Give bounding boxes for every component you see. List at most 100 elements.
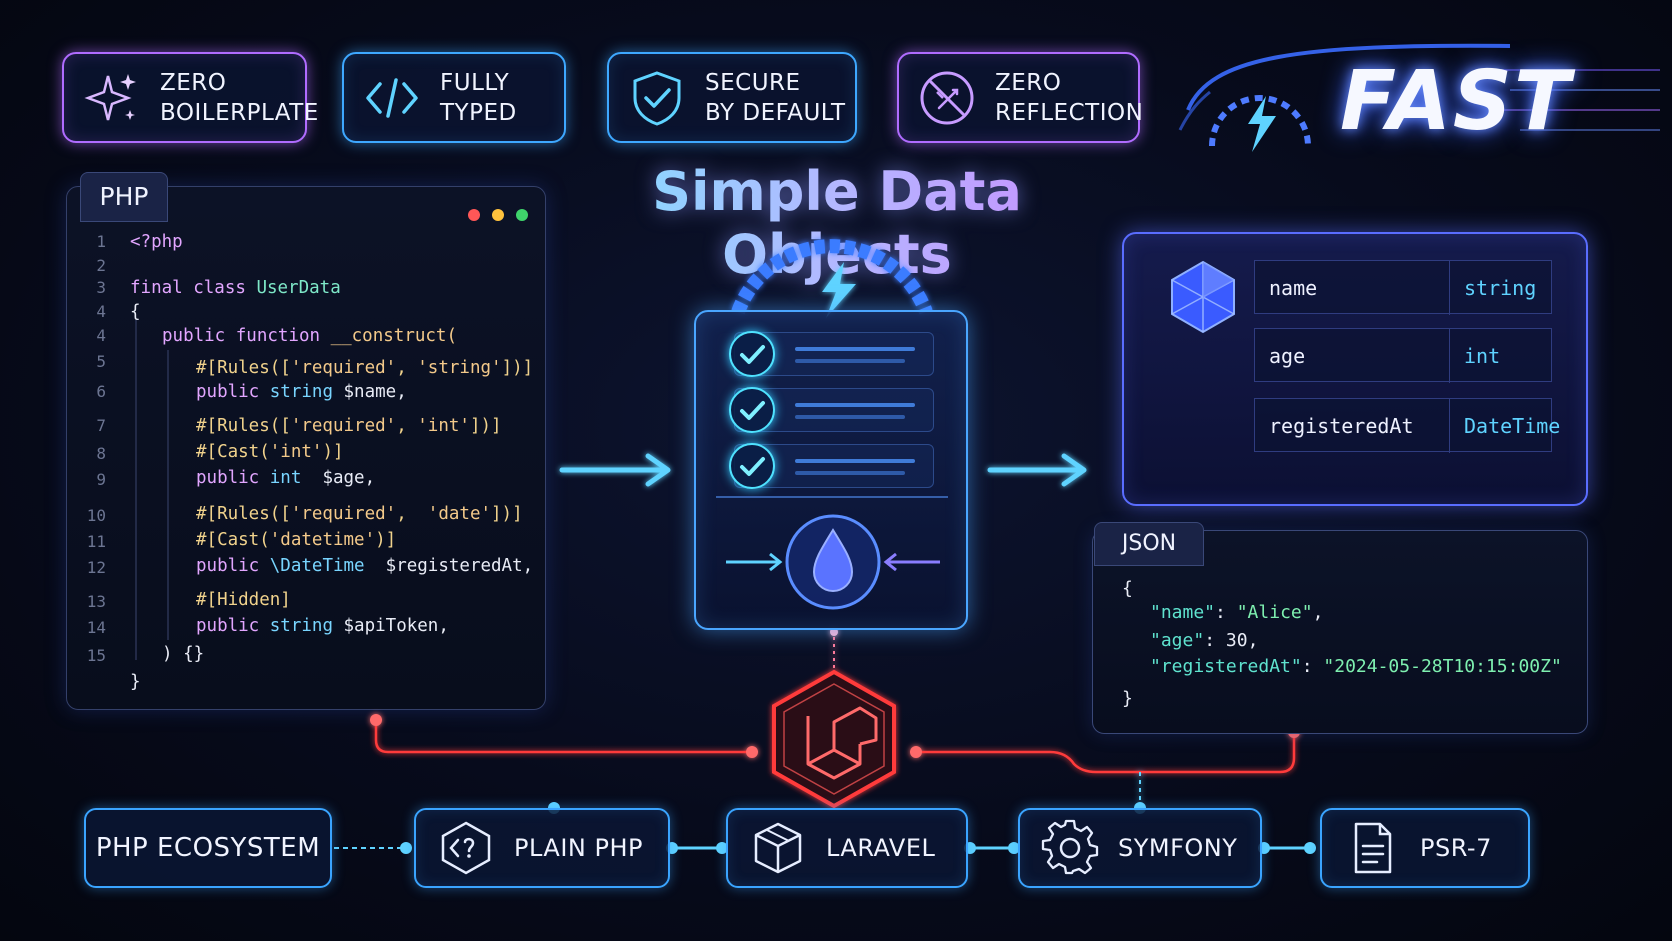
json-key: "name" [1150, 602, 1216, 623]
close-dot [468, 209, 480, 221]
ecosystem-laravel[interactable]: LARAVEL [726, 808, 968, 888]
code-line: <?php [130, 232, 183, 252]
validator-card [694, 310, 968, 630]
code-token: 'datetime' [269, 530, 376, 550]
code-token: { [130, 302, 141, 322]
line-number: 11 [86, 532, 106, 551]
code-line: #[Cast('int')] [196, 442, 344, 462]
check-row [729, 387, 934, 433]
code-token: $apiToken, [332, 616, 449, 636]
line-number: 4 [96, 302, 106, 321]
code-token: )] [322, 442, 344, 462]
shield-check-icon [633, 70, 681, 126]
ecosystem-label: PSR-7 [1420, 834, 1492, 862]
code-token: 'string' [417, 358, 502, 378]
code-token: $registeredAt, [364, 556, 534, 576]
property-name: age [1269, 344, 1306, 368]
ecosystem-symfony[interactable]: SYMFONY [1018, 808, 1262, 888]
ecosystem-psr7[interactable]: PSR-7 [1320, 808, 1530, 888]
check-icon [729, 443, 775, 489]
laravel-connector [370, 628, 1300, 808]
droplet-icon [726, 514, 940, 610]
json-line: "name": "Alice", [1150, 602, 1324, 623]
code-token: 'int' [269, 442, 323, 462]
json-line: "age": 30, [1150, 630, 1259, 651]
feature-secure-by-default: SECURE BY DEFAULT [607, 52, 857, 143]
check-row [729, 331, 934, 377]
check-icon [729, 387, 775, 433]
code-token: public function [162, 326, 331, 346]
line-number: 14 [86, 618, 106, 637]
code-token: \DateTime [269, 556, 365, 576]
fast-label: FAST [1340, 54, 1572, 149]
code-token: <?php [130, 232, 183, 252]
json-tab: JSON [1094, 522, 1204, 566]
sparkle-icon [84, 73, 136, 120]
laravel-hexagon-icon [772, 669, 896, 809]
php-ecosystem-label: PHP ECOSYSTEM [84, 808, 332, 888]
code-line: { [130, 302, 141, 322]
json-line: "registeredAt": "2024-05-28T10:15:00Z" [1150, 656, 1562, 677]
code-brackets-icon [366, 77, 418, 118]
feature-zero-boilerplate: ZERO BOILERPLATE [62, 52, 318, 143]
code-token: #[Cast( [196, 530, 270, 550]
feature-line2: BOILERPLATE [160, 99, 319, 126]
code-token: , [396, 358, 418, 378]
data-object-panel: name string age int registeredAt DateTim… [1122, 232, 1588, 506]
line-number: 13 [86, 592, 106, 611]
code-token: ])] [469, 416, 502, 436]
code-line: ) {} [162, 644, 204, 664]
code-token: string [269, 382, 333, 402]
crystal-icon [1171, 260, 1235, 334]
line-number: 1 [96, 232, 106, 251]
code-line: final class UserData [130, 278, 341, 298]
line-number: 2 [96, 256, 106, 275]
code-line: #[Hidden] [196, 590, 291, 610]
property-name: registeredAt [1269, 414, 1414, 438]
code-token: __construct( [330, 326, 458, 346]
property-row: age int [1254, 328, 1552, 383]
code-token: ])] [501, 358, 534, 378]
feature-line1: ZERO [995, 69, 1062, 96]
feature-line2: BY DEFAULT [705, 99, 846, 126]
code-token: , [396, 416, 418, 436]
line-number: 5 [96, 352, 106, 371]
code-token: ) {} [162, 644, 205, 664]
php-code-panel [66, 186, 546, 710]
code-line: #[Rules(['required', 'date'])] [196, 504, 523, 524]
code-token: $name, [332, 382, 407, 402]
code-token: public [196, 616, 270, 636]
code-token: #[Hidden] [196, 590, 291, 610]
line-number: 9 [96, 470, 106, 489]
no-reflection-icon [920, 71, 974, 124]
code-token: 'int' [417, 416, 470, 436]
code-line: public function __construct( [162, 326, 457, 346]
json-line: } [1122, 688, 1133, 709]
property-row: name string [1254, 260, 1552, 315]
property-type: DateTime [1449, 399, 1560, 453]
feature-line1: ZERO [160, 69, 227, 96]
json-value: 30 [1225, 630, 1248, 651]
code-line: #[Cast('datetime')] [196, 530, 396, 550]
code-line: public string $apiToken, [196, 616, 449, 636]
code-token: public [196, 382, 270, 402]
document-icon [1354, 822, 1392, 874]
code-line: public string $name, [196, 382, 407, 402]
package-box-icon [754, 822, 802, 874]
check-row [729, 443, 934, 489]
code-line: public int $age, [196, 468, 375, 488]
arrow-code-to-validator [559, 453, 671, 487]
line-number: 6 [96, 382, 106, 401]
property-type: string [1449, 261, 1536, 315]
maximize-dot [516, 209, 528, 221]
code-token: , [396, 504, 428, 524]
code-token: #[Cast( [196, 442, 270, 462]
ecosystem-plain-php[interactable]: PLAIN PHP [414, 808, 670, 888]
ecosystem-label: SYMFONY [1118, 834, 1238, 862]
ecosystem-label: LARAVEL [826, 834, 936, 862]
code-token: 'required' [290, 358, 397, 378]
fast-badge: FAST [1178, 40, 1660, 160]
property-name: name [1269, 276, 1318, 300]
